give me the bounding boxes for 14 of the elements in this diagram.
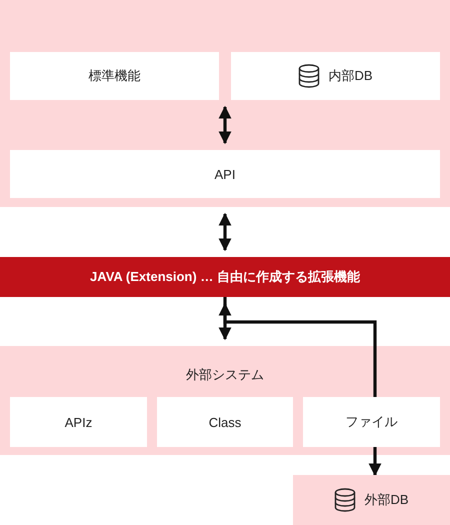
component-box: API [10, 150, 440, 198]
arrow [218, 106, 232, 144]
panel-background [0, 0, 450, 207]
component-box: Class [157, 397, 293, 447]
component-box: ファイル [303, 397, 440, 447]
component-box: 内部DB [231, 52, 440, 100]
extension-band: JAVA (Extension) … 自由に作成する拡張機能 [0, 257, 450, 297]
panel-background [0, 346, 450, 455]
database-box: 外部DB [293, 475, 450, 525]
component-box: 標準機能 [10, 52, 219, 100]
panel-title: 外部システム [186, 366, 264, 384]
arrow [218, 212, 232, 252]
arrow [368, 447, 382, 476]
component-box: APIz [10, 397, 147, 447]
